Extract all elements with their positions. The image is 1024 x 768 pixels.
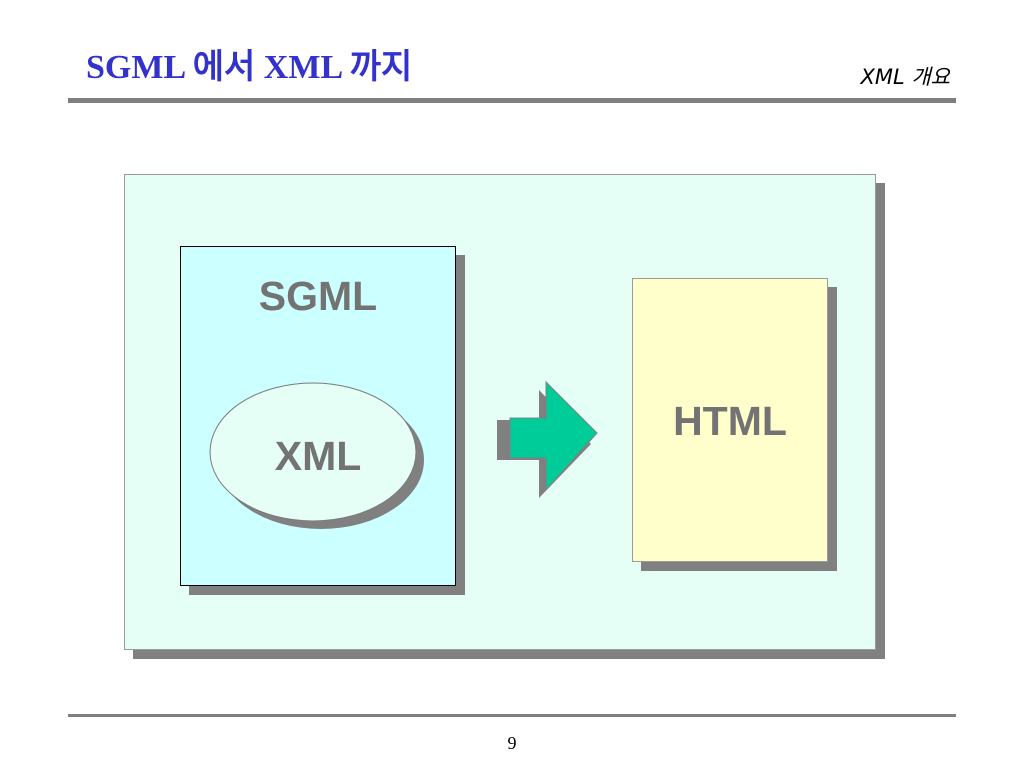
xml-ellipse-shape: [209, 382, 417, 522]
xml-label: XML: [274, 433, 362, 479]
footer-divider: [68, 714, 956, 717]
xml-ellipse: [209, 382, 424, 529]
slide-title: SGML 에서 XML 까지: [86, 49, 413, 86]
arrow-shape: [509, 380, 598, 492]
html-label: HTML: [673, 398, 787, 444]
sgml-label: SGML: [258, 273, 378, 319]
header-divider: [68, 98, 956, 103]
right-arrow-icon: [497, 380, 598, 498]
section-label: XML 개요: [860, 65, 950, 89]
html-box: [632, 278, 828, 562]
page-number: 9: [507, 733, 517, 753]
